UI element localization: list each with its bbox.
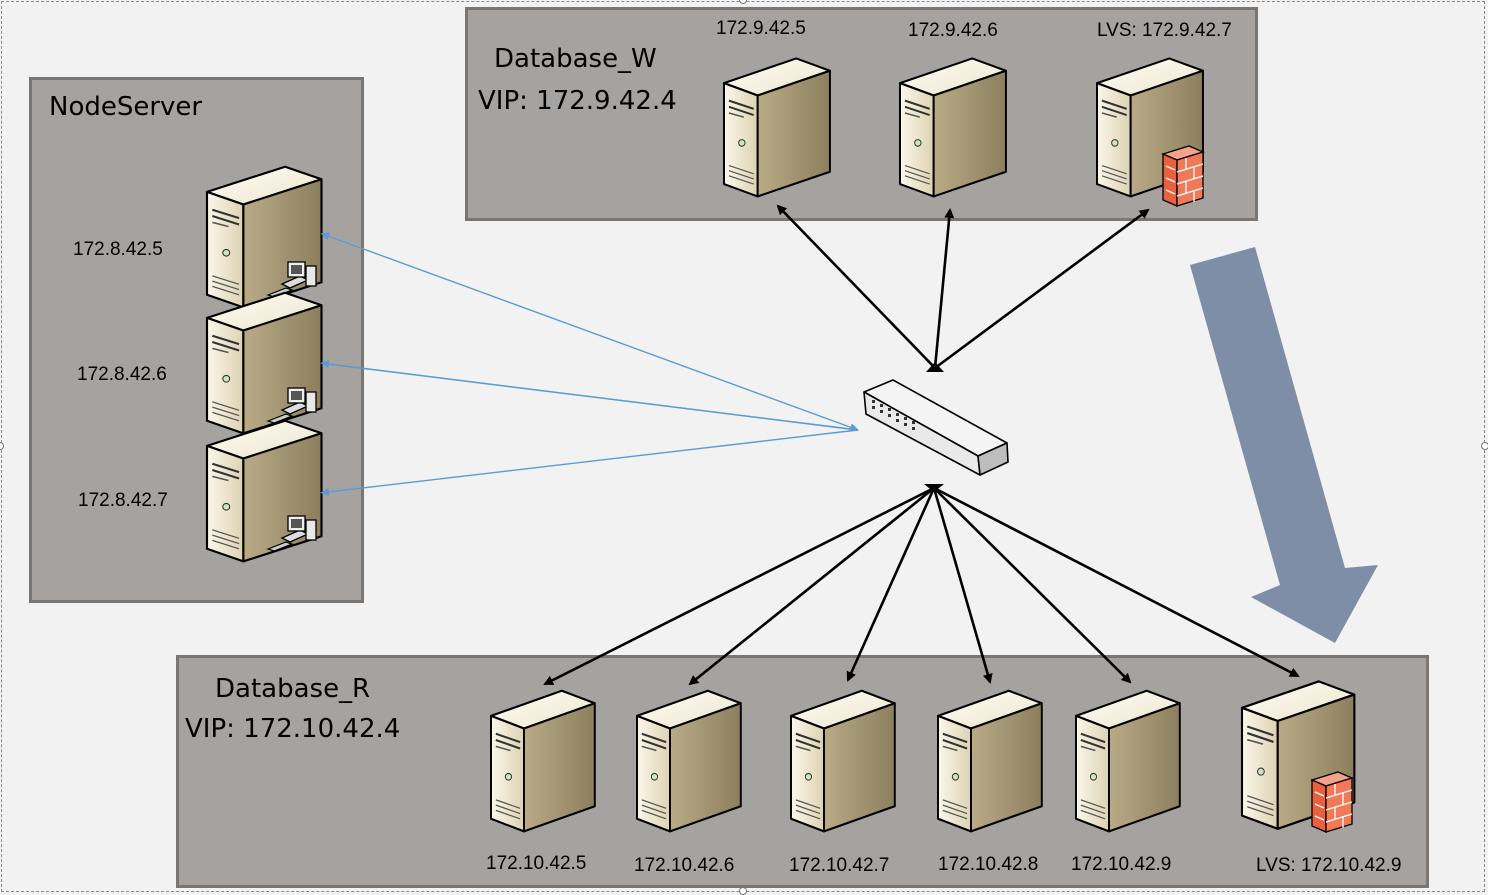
- nodeserver-server-2-icon: [205, 291, 323, 435]
- database-w-ip-1: 172.9.42.5: [716, 18, 806, 39]
- database-r-server-1-icon: [489, 689, 596, 833]
- database-w-lvs-ip: LVS: 172.9.42.7: [1097, 20, 1232, 41]
- database-r-server-3-icon: [789, 689, 896, 833]
- nodeserver-links: [320, 232, 859, 496]
- selection-handle-right[interactable]: [1481, 442, 1488, 450]
- database-r-ip-2: 172.10.42.6: [634, 855, 735, 876]
- database-r-server-4-icon: [936, 689, 1043, 833]
- database-r-title: Database_R: [215, 674, 371, 704]
- firewall-icon: [1162, 145, 1204, 207]
- database-r-vip: VIP: 172.10.42.4: [185, 714, 401, 744]
- database-r-lvs-ip: LVS: 172.10.42.9: [1256, 855, 1402, 876]
- nodeserver-ip-1: 172.8.42.5: [73, 239, 163, 260]
- database-r-ip-4: 172.10.42.8: [938, 854, 1039, 875]
- database-w-server-2-icon: [898, 57, 1007, 198]
- database-r-ip-3: 172.10.42.7: [789, 855, 890, 876]
- database-r-ip-1: 172.10.42.5: [486, 853, 587, 874]
- database-w-links: [776, 204, 1150, 370]
- network-switch-icon: [863, 379, 1009, 476]
- database-w-title: Database_W: [494, 44, 657, 74]
- nodeserver-server-1-icon: [205, 165, 323, 309]
- database-r-server-2-icon: [635, 689, 742, 833]
- database-r-server-5-icon: [1074, 689, 1181, 833]
- nodeserver-server-3-icon: [205, 419, 323, 563]
- database-r-ip-5: 172.10.42.9: [1071, 854, 1172, 875]
- database-w-ip-2: 172.9.42.6: [908, 20, 998, 41]
- nodeserver-ip-3: 172.8.42.7: [78, 490, 168, 511]
- database-r-links: [543, 486, 1300, 686]
- failover-arrow-icon: [1190, 247, 1378, 643]
- database-w-server-1-icon: [722, 57, 831, 198]
- nodeserver-ip-2: 172.8.42.6: [77, 364, 167, 385]
- firewall-icon: [1311, 771, 1353, 833]
- database-w-vip: VIP: 172.9.42.4: [478, 86, 677, 116]
- nodeserver-title: NodeServer: [49, 92, 203, 122]
